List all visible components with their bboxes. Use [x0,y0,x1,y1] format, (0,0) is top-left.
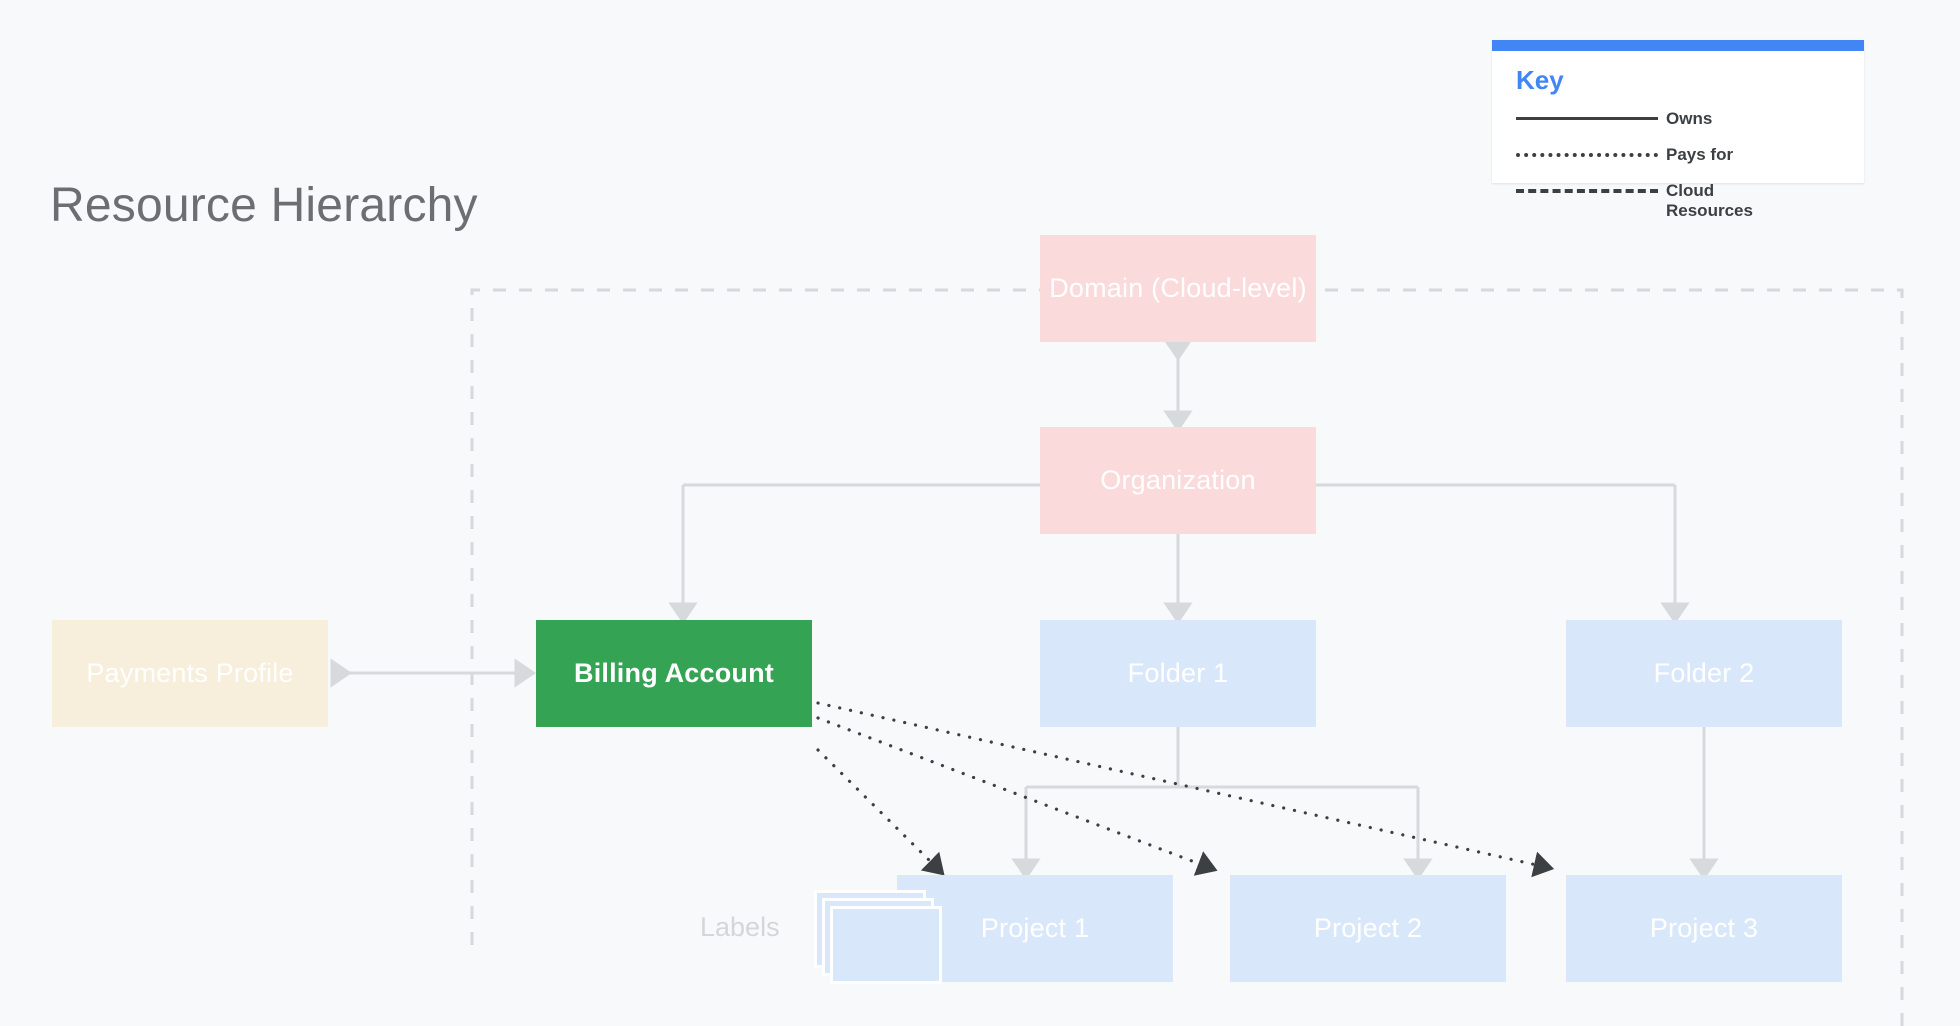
solid-line-icon [1516,109,1658,127]
key-label-cloud-resources: Cloud Resources [1666,181,1753,220]
dashed-line-icon [1516,181,1658,199]
key-label-owns: Owns [1666,109,1713,128]
label-card-front[interactable] [830,906,942,984]
node-payments-profile[interactable]: Payments Profile [52,620,328,727]
edge-billing-pays-projects [816,701,1555,878]
edge-folder1-projects [1011,727,1433,880]
key-body: Key Owns Pays for [1492,51,1864,220]
key-rows: Owns Pays for Cloud Resources [1516,109,1854,220]
key-row-owns: Owns [1516,109,1854,145]
node-project-2[interactable]: Project 2 [1230,875,1506,982]
node-folder-1[interactable]: Folder 1 [1040,620,1316,727]
key-label-pays-for: Pays for [1666,145,1734,164]
dotted-line-icon [1516,145,1658,163]
key-legend-card: Key Owns Pays for [1492,40,1864,220]
node-project-3[interactable]: Project 3 [1566,875,1842,982]
key-row-pays-for: Pays for [1516,145,1854,181]
page-title: Resource Hierarchy [50,179,478,232]
node-folder-2[interactable]: Folder 2 [1566,620,1842,727]
node-domain[interactable]: Domain (Cloud-level) [1040,235,1316,342]
key-heading: Key [1516,65,1564,95]
key-accent-bar [1492,40,1864,51]
key-row-cloud-resources: Cloud Resources [1516,181,1854,220]
node-organization[interactable]: Organization [1040,427,1316,534]
node-billing-account[interactable]: Billing Account [536,620,812,727]
labels-caption: Labels [700,912,780,942]
